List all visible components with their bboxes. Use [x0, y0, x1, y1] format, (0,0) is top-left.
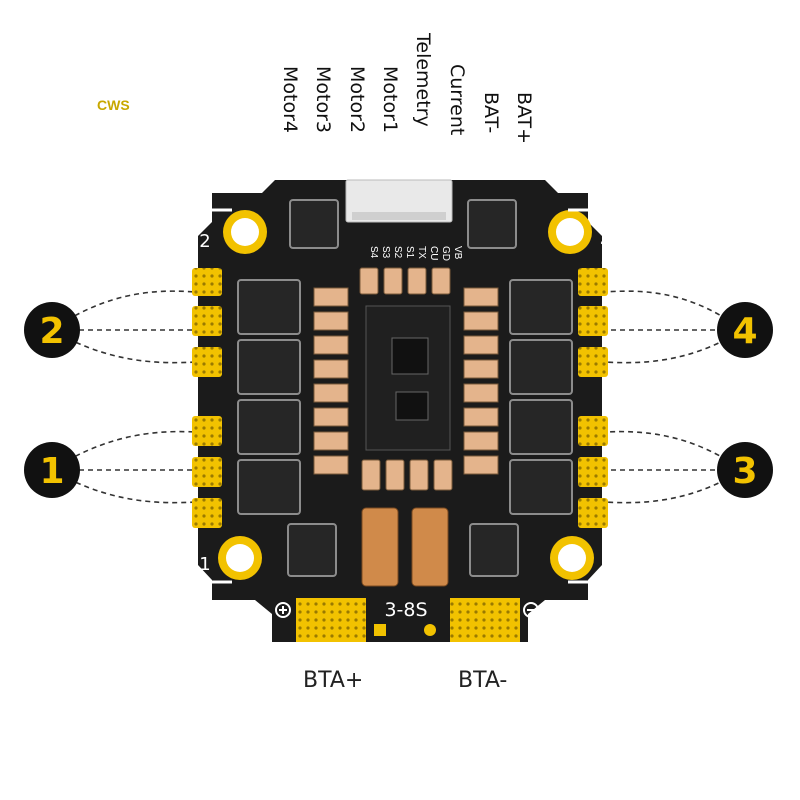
- corner-number-labels: 1 2 3 4: [199, 231, 612, 575]
- wire-arcs: [51, 290, 743, 504]
- corner-number-1: 1: [199, 554, 210, 575]
- silk-gd: GD: [440, 246, 451, 261]
- voltage-rating-label: 3-8S: [384, 599, 427, 621]
- pad-label-bta-minus: BTA-: [458, 668, 508, 693]
- silk-cu: CU: [428, 246, 439, 260]
- controller-area: [365, 305, 451, 451]
- inductors: [361, 507, 449, 587]
- callout-motor-3: 3: [732, 451, 757, 492]
- silk-s3: S3: [380, 246, 391, 259]
- silk-tx: TX: [416, 246, 427, 259]
- mounting-holes: [218, 210, 594, 580]
- callout-motor-2: 2: [39, 311, 64, 352]
- pad-square: [374, 624, 386, 636]
- silk-s2: S2: [392, 246, 403, 259]
- plus-icon: [275, 602, 291, 618]
- watermark-logo: CWS: [97, 97, 130, 113]
- corner-marks: [212, 208, 588, 584]
- corner-number-4: 4: [600, 231, 611, 252]
- pad-battery-positive: [296, 598, 366, 642]
- silk-s1: S1: [404, 246, 415, 259]
- silk-vb: VB: [452, 246, 463, 260]
- motor-pads: [192, 268, 608, 528]
- signal-connector: [345, 179, 453, 223]
- minus-icon: [523, 602, 539, 618]
- pad-label-bta-plus: BTA+: [303, 668, 364, 693]
- pad-battery-negative: [450, 598, 520, 642]
- callout-motor-4: 4: [732, 311, 757, 352]
- silkscreen-pin-labels: VB GD CU TX S1 S2 S3 S4: [368, 246, 463, 261]
- corner-number-2: 2: [199, 231, 210, 252]
- capacitors: [313, 267, 499, 491]
- corner-number-3: 3: [601, 546, 612, 567]
- pad-round: [424, 624, 436, 636]
- mosfets: [237, 199, 573, 577]
- callout-motor-1: 1: [39, 451, 64, 492]
- motor-callout-badges: [24, 302, 773, 498]
- silk-s4: S4: [368, 246, 379, 259]
